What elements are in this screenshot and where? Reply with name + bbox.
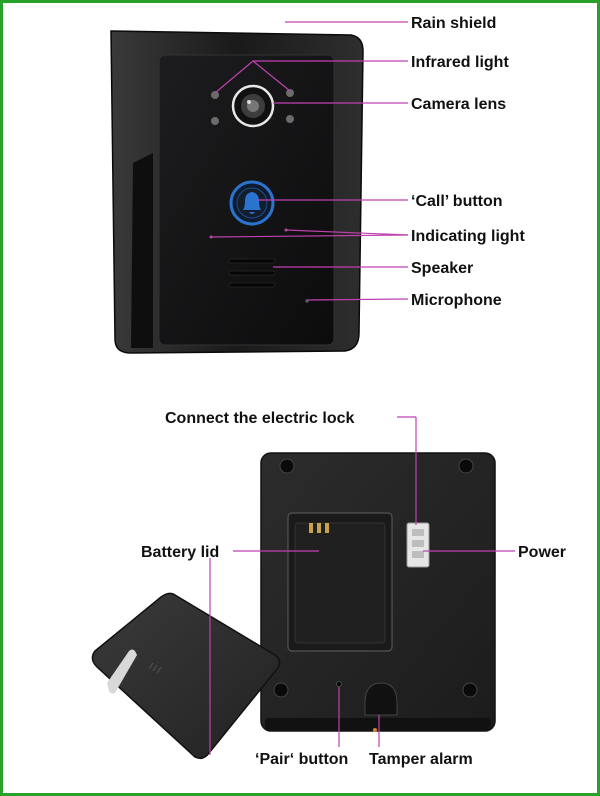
speaker-slot <box>228 258 276 264</box>
speaker-slot <box>228 282 276 288</box>
infrared-led <box>211 117 219 125</box>
infrared-led <box>286 115 294 123</box>
label-microphone: Microphone <box>411 292 502 309</box>
leader-line <box>285 229 409 236</box>
battery-lid <box>91 592 281 760</box>
back-view <box>260 452 496 732</box>
label-power: Power <box>518 544 566 561</box>
battery-contact <box>309 523 313 533</box>
front-view <box>110 30 364 354</box>
bell-icon <box>243 192 261 214</box>
label-rain-shield: Rain shield <box>411 15 496 32</box>
camera-lens <box>231 84 275 128</box>
label-battery-lid: Battery lid <box>141 544 219 561</box>
label-call-button: ‘Call’ button <box>411 193 503 210</box>
label-electric-lock: Connect the electric lock <box>165 410 354 427</box>
back-leader-lines <box>209 416 515 755</box>
leader-line <box>214 60 254 94</box>
label-pair-button: ‘Pair‘ button <box>255 751 348 768</box>
infrared-led <box>286 89 294 97</box>
label-tamper-alarm: Tamper alarm <box>369 751 473 768</box>
infrared-led <box>211 91 219 99</box>
leader-line <box>252 60 291 92</box>
call-button <box>229 180 275 226</box>
doorbell-diagram: Rain shield Infrared light Camera lens ‘… <box>91 15 566 768</box>
front-leader-lines <box>210 21 409 301</box>
leader-line <box>210 234 409 238</box>
tamper-alarm-dot <box>373 728 377 732</box>
speaker-slot <box>228 270 276 276</box>
pair-button <box>336 681 342 687</box>
shield-side <box>131 153 153 348</box>
mounting-hole <box>273 682 289 698</box>
leader-line <box>306 298 409 301</box>
mounting-hole <box>458 458 474 474</box>
battery-contact <box>317 523 321 533</box>
label-infrared-light: Infrared light <box>411 54 509 71</box>
label-indicating-light: Indicating light <box>411 228 525 245</box>
back-housing-edge <box>265 718 491 730</box>
label-camera-lens: Camera lens <box>411 96 506 113</box>
mounting-hole <box>279 458 295 474</box>
mounting-hole <box>462 682 478 698</box>
tamper-alarm <box>364 682 398 716</box>
battery-contact <box>325 523 329 533</box>
label-speaker: Speaker <box>411 260 473 277</box>
